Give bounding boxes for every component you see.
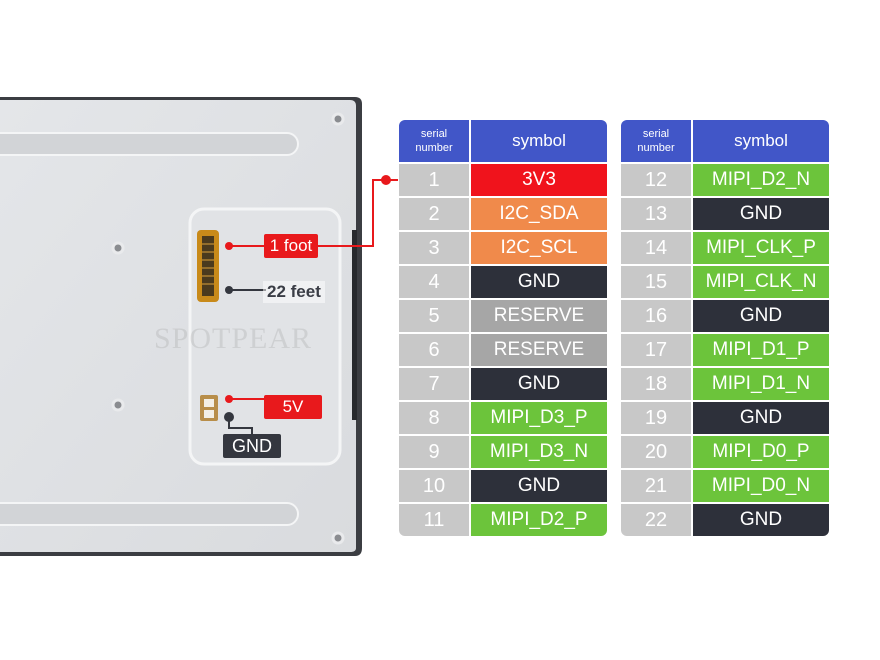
table-header: serial number symbol — [399, 120, 607, 162]
pin-number: 18 — [621, 368, 693, 400]
pin-symbol: RESERVE — [471, 334, 607, 366]
fpc-connector — [197, 230, 219, 302]
pin-number: 13 — [621, 198, 693, 230]
serial-header-line2: number — [637, 142, 675, 154]
pin1-to-table-line — [318, 175, 398, 247]
pin-symbol: MIPI_D2_N — [693, 164, 829, 196]
power-label: 5V — [264, 395, 322, 419]
pin-symbol: 3V3 — [471, 164, 607, 196]
pin-number: 14 — [621, 232, 693, 264]
pin-number: 8 — [399, 402, 471, 434]
pin-symbol: GND — [693, 198, 829, 230]
pin22-label: 22 feet — [263, 281, 325, 303]
screw — [111, 112, 345, 545]
panel-rib — [0, 502, 299, 526]
pin-symbol: MIPI_CLK_N — [693, 266, 829, 298]
pin-symbol: MIPI_D3_P — [471, 402, 607, 434]
pin-number: 9 — [399, 436, 471, 468]
pin-symbol: MIPI_D0_P — [693, 436, 829, 468]
pin-symbol: GND — [693, 300, 829, 332]
ground-leader — [224, 412, 253, 434]
watermark-text: SPOTPEAR — [154, 322, 313, 355]
pin-number: 16 — [621, 300, 693, 332]
pin-number: 6 — [399, 334, 471, 366]
pin-symbol: GND — [471, 368, 607, 400]
pin-number: 10 — [399, 470, 471, 502]
symbol-header: symbol — [512, 131, 566, 150]
pin-number: 7 — [399, 368, 471, 400]
pin-number: 21 — [621, 470, 693, 502]
pin-number: 2 — [399, 198, 471, 230]
pin-symbol: GND — [471, 266, 607, 298]
pin-symbol: MIPI_D1_P — [693, 334, 829, 366]
symbol-header: symbol — [734, 131, 788, 150]
pin-number: 11 — [399, 504, 471, 536]
pin-number: 4 — [399, 266, 471, 298]
pin1-leader — [225, 242, 266, 250]
pin-number: 12 — [621, 164, 693, 196]
ground-label: GND — [223, 434, 281, 458]
pin-symbol: MIPI_D0_N — [693, 470, 829, 502]
pin-number: 17 — [621, 334, 693, 366]
pin-symbol: MIPI_D2_P — [471, 504, 607, 536]
table-header: serial number symbol — [621, 120, 829, 162]
pin-number: 5 — [399, 300, 471, 332]
pin-number: 3 — [399, 232, 471, 264]
serial-header-line1: serial — [420, 128, 448, 140]
serial-header-line2: number — [415, 142, 453, 154]
pin-symbol: I2C_SDA — [471, 198, 607, 230]
pin-number: 20 — [621, 436, 693, 468]
pin-number: 19 — [621, 402, 693, 434]
pin-symbol: I2C_SCL — [471, 232, 607, 264]
serial-header-line1: serial — [642, 128, 670, 140]
pin-symbol: MIPI_D3_N — [471, 436, 607, 468]
pin-number: 22 — [621, 504, 693, 536]
power-header — [200, 395, 218, 421]
pin-number: 15 — [621, 266, 693, 298]
pin22-leader — [225, 286, 266, 294]
pin-symbol: MIPI_D1_N — [693, 368, 829, 400]
edge-strip — [352, 230, 357, 420]
pin-symbol: RESERVE — [471, 300, 607, 332]
power-leader — [225, 395, 266, 403]
pin-symbol: GND — [693, 504, 829, 536]
pin-symbol: GND — [471, 470, 607, 502]
pin1-label: 1 foot — [264, 234, 318, 258]
pin-symbol: MIPI_CLK_P — [693, 232, 829, 264]
serial-header: serial number — [399, 120, 471, 162]
pin-number: 1 — [399, 164, 471, 196]
pin-symbol: GND — [693, 402, 829, 434]
panel-rib — [0, 132, 299, 156]
serial-header: serial number — [621, 120, 693, 162]
